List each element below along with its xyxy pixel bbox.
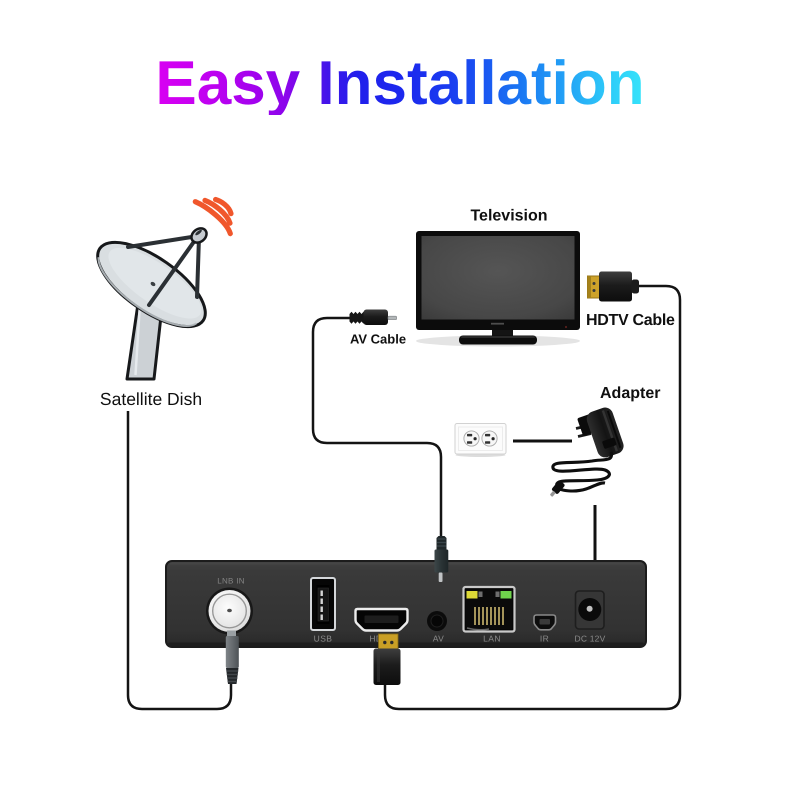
svg-text:USB: USB <box>314 634 333 644</box>
svg-text:Adapter: Adapter <box>600 385 660 402</box>
svg-text:Satellite Dish: Satellite Dish <box>100 389 202 409</box>
svg-text:HDTV Cable: HDTV Cable <box>586 312 675 329</box>
svg-text:IR: IR <box>540 634 549 644</box>
svg-text:AV Cable: AV Cable <box>350 332 406 347</box>
svg-text:LAN: LAN <box>483 634 501 644</box>
svg-text:AV: AV <box>433 634 445 644</box>
svg-text:DC 12V: DC 12V <box>575 634 606 644</box>
svg-text:LNB IN: LNB IN <box>217 577 245 586</box>
svg-text:Television: Television <box>470 208 547 225</box>
